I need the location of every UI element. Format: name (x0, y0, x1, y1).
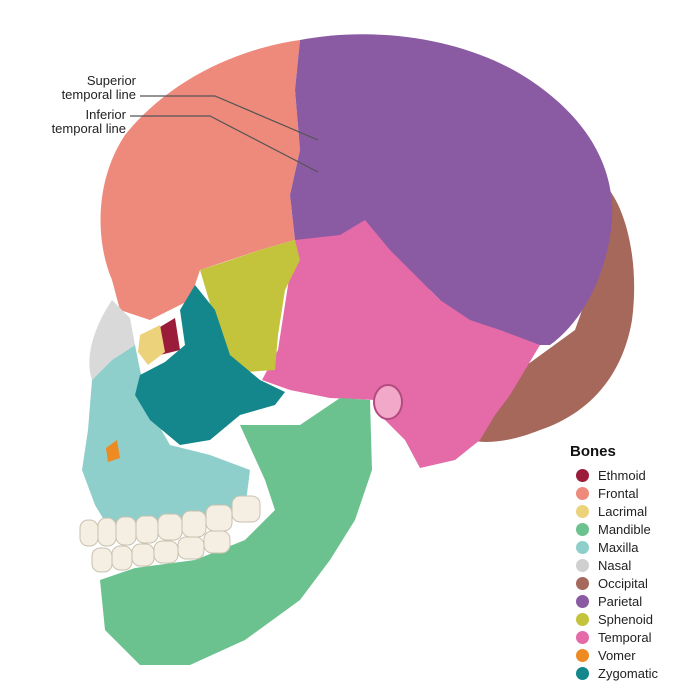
legend-item-label: Vomer (598, 647, 636, 663)
frontal-bone (100, 40, 300, 320)
vomer-bone (106, 440, 120, 462)
legend-item-label: Maxilla (598, 539, 639, 555)
legend-item: Parietal (570, 592, 695, 610)
legend-item-label: Nasal (598, 557, 632, 573)
lower-teeth (91, 530, 231, 573)
legend-item: Temporal (570, 628, 695, 646)
superior-temporal-line (140, 95, 319, 141)
upper-teeth (79, 495, 261, 547)
legend-item: Vomer (570, 646, 695, 664)
zygomatic-bone (135, 285, 285, 445)
maxilla-bone (82, 345, 250, 530)
legend-swatch (576, 468, 589, 482)
legend-swatch (576, 576, 589, 590)
legend-swatch (576, 594, 589, 608)
legend-title: Bones (570, 443, 616, 460)
legend-item: Occipital (570, 574, 695, 592)
legend-swatch (576, 558, 589, 572)
legend-item-label: Zygomatic (598, 665, 658, 681)
lacrimal-bone (138, 325, 165, 365)
mandible-bone (100, 398, 372, 665)
legend-item: Frontal (570, 484, 695, 502)
legend-item-label: Lacrimal (598, 503, 648, 519)
sphenoid-bone (200, 240, 300, 372)
legend-item: Nasal (570, 556, 695, 574)
legend-item-label: Sphenoid (598, 611, 653, 627)
legend-item-label: Occipital (598, 575, 648, 591)
inferior-temporal-line (130, 115, 319, 173)
legend-swatch (576, 630, 589, 644)
parietal-bone (290, 34, 613, 346)
legend-swatch (576, 648, 589, 662)
legend-swatch (576, 522, 589, 536)
legend-item: Mandible (570, 520, 695, 538)
legend-item-label: Mandible (598, 521, 651, 537)
legend-item-label: Frontal (598, 485, 639, 501)
legend-item: Maxilla (570, 538, 695, 556)
nasal-bone (89, 300, 135, 380)
legend-swatch (576, 504, 589, 518)
legend-swatch (576, 540, 589, 554)
legend-swatch (576, 666, 589, 680)
legend-swatch (576, 612, 589, 626)
legend-swatch (576, 486, 589, 500)
legend-item-label: Parietal (598, 593, 643, 609)
occipital-bone (470, 180, 635, 442)
legend-item: Zygomatic (570, 664, 695, 682)
legend-item: Lacrimal (570, 502, 695, 520)
temporal-bone (262, 220, 540, 468)
legend-item-label: Temporal (598, 629, 652, 645)
legend-item: Ethmoid (570, 466, 695, 484)
legend-item: Sphenoid (570, 610, 695, 628)
legend-item-label: Ethmoid (598, 467, 646, 483)
ear-canal (373, 384, 403, 420)
